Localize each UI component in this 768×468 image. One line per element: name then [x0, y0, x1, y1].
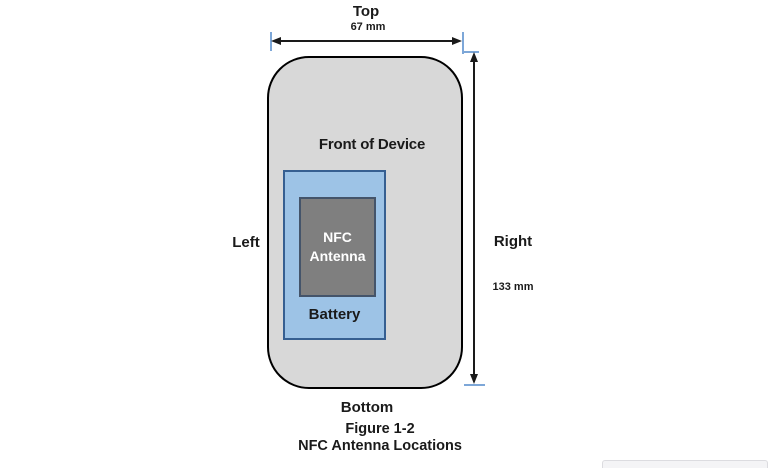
figure-number: Figure 1-2 — [345, 421, 415, 437]
front-of-device-label: Front of Device — [318, 136, 426, 153]
height-dimension-label: 133 mm — [492, 281, 534, 293]
nfc-antenna-label-line2: Antenna — [309, 248, 366, 264]
dimension-tick-right — [462, 32, 464, 54]
dimension-tick-bottom — [464, 384, 485, 386]
device-side-label-bottom: Bottom — [340, 399, 394, 416]
device-side-label-left: Left — [232, 234, 260, 251]
bottom-right-ui-edge — [602, 460, 768, 468]
arrowhead-down-icon — [470, 374, 478, 384]
nfc-antenna-region: NFC Antenna — [299, 197, 376, 297]
width-dimension-label: 67 mm — [350, 21, 386, 33]
device-side-label-top: Top — [352, 3, 380, 20]
battery-label: Battery — [308, 306, 361, 323]
device-side-label-right: Right — [493, 233, 533, 250]
width-dimension-arrow — [280, 40, 454, 42]
arrowhead-left-icon — [271, 37, 281, 45]
arrowhead-up-icon — [470, 52, 478, 62]
height-dimension-arrow — [473, 60, 475, 377]
nfc-antenna-label-line1: NFC — [323, 229, 352, 245]
arrowhead-right-icon — [452, 37, 462, 45]
figure-title: NFC Antenna Locations — [298, 438, 462, 454]
